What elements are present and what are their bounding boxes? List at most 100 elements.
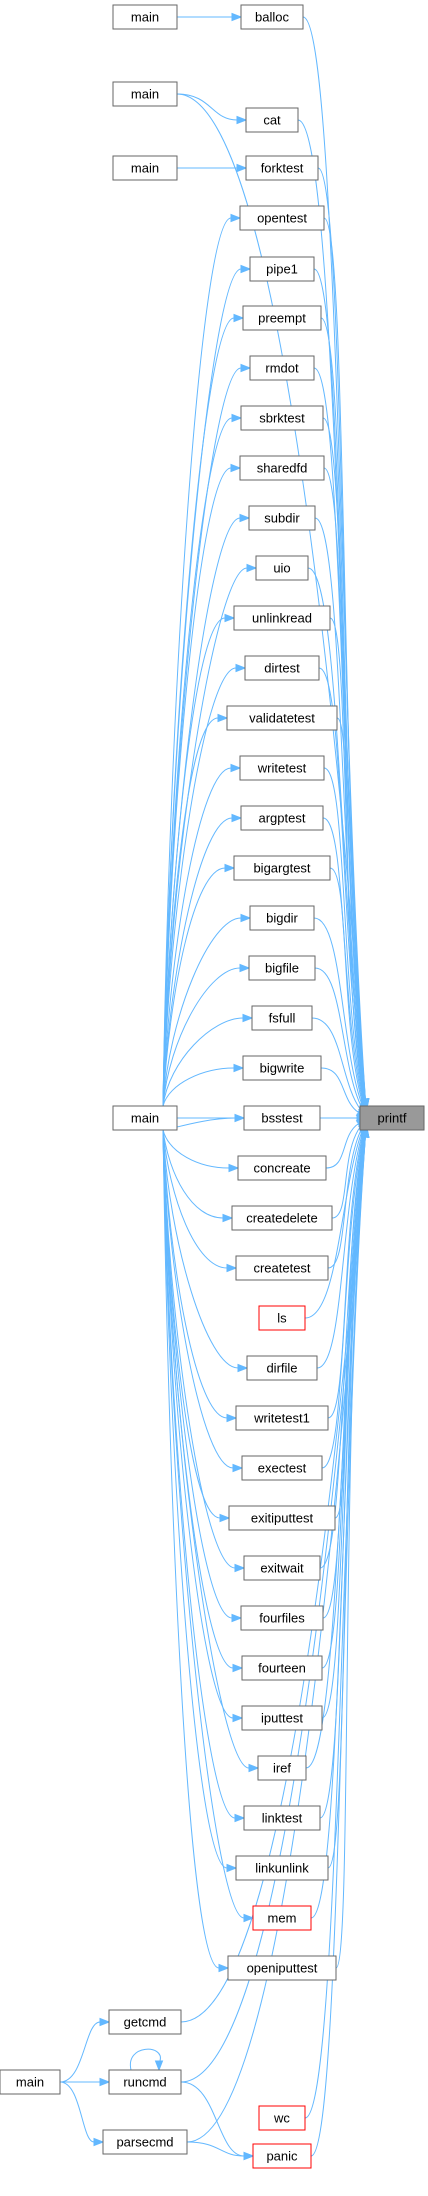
node-box-pipe1[interactable]: [249, 256, 315, 282]
node-box-unlinkread[interactable]: [233, 605, 331, 631]
node-fourteen[interactable]: fourteen: [241, 1655, 323, 1681]
node-getcmd[interactable]: getcmd: [108, 2009, 182, 2035]
node-box-linkunlink[interactable]: [235, 1855, 329, 1881]
node-exectest[interactable]: exectest: [241, 1455, 323, 1481]
node-exitiputtest[interactable]: exitiputtest: [228, 1505, 336, 1531]
node-box-ls[interactable]: [258, 1305, 306, 1331]
node-box-sharedfd[interactable]: [239, 455, 325, 481]
node-exitwait[interactable]: exitwait: [243, 1555, 321, 1581]
node-bigwrite[interactable]: bigwrite: [242, 1055, 322, 1081]
node-box-bigwrite[interactable]: [242, 1055, 322, 1081]
node-box-openiputtest[interactable]: [227, 1955, 337, 1981]
node-box-linktest[interactable]: [243, 1805, 321, 1831]
node-box-argptest[interactable]: [240, 805, 324, 831]
node-box-dirtest[interactable]: [244, 655, 320, 681]
node-parsecmd[interactable]: parsecmd: [102, 2129, 188, 2155]
node-box-main_usertests[interactable]: [112, 1105, 178, 1131]
node-box-createtest[interactable]: [235, 1255, 329, 1281]
node-ls[interactable]: ls: [258, 1305, 306, 1331]
node-box-rmdot[interactable]: [249, 355, 315, 381]
node-unlinkread[interactable]: unlinkread: [233, 605, 331, 631]
node-validatetest[interactable]: validatetest: [226, 705, 338, 731]
node-printf[interactable]: printf: [359, 1105, 425, 1131]
node-box-panic[interactable]: [252, 2143, 312, 2169]
node-fsfull[interactable]: fsfull: [251, 1005, 313, 1031]
node-box-bigdir[interactable]: [249, 905, 315, 931]
node-box-fourfiles[interactable]: [240, 1605, 324, 1631]
node-box-writetest[interactable]: [239, 755, 325, 781]
node-box-iputtest[interactable]: [241, 1705, 323, 1731]
node-mem[interactable]: mem: [252, 1905, 312, 1931]
node-wc[interactable]: wc: [258, 2105, 306, 2131]
node-box-printf[interactable]: [359, 1105, 425, 1131]
node-bigargtest[interactable]: bigargtest: [233, 855, 331, 881]
node-box-dirfile[interactable]: [246, 1355, 318, 1381]
node-box-iref[interactable]: [257, 1755, 307, 1781]
node-box-exitiputtest[interactable]: [228, 1505, 336, 1531]
node-box-concreate[interactable]: [237, 1155, 327, 1181]
node-box-main_balloc[interactable]: [112, 4, 178, 30]
node-fourfiles[interactable]: fourfiles: [240, 1605, 324, 1631]
node-createtest[interactable]: createtest: [235, 1255, 329, 1281]
node-writetest1[interactable]: writetest1: [235, 1405, 329, 1431]
node-box-exectest[interactable]: [241, 1455, 323, 1481]
node-forktest[interactable]: forktest: [245, 155, 319, 181]
node-box-main_sh[interactable]: [0, 2069, 61, 2095]
node-sharedfd[interactable]: sharedfd: [239, 455, 325, 481]
node-preempt[interactable]: preempt: [242, 305, 322, 331]
node-runcmd[interactable]: runcmd: [108, 2069, 182, 2095]
node-box-exitwait[interactable]: [243, 1555, 321, 1581]
node-argptest[interactable]: argptest: [240, 805, 324, 831]
node-openiputtest[interactable]: openiputtest: [227, 1955, 337, 1981]
node-rmdot[interactable]: rmdot: [249, 355, 315, 381]
node-main_usertests[interactable]: main: [112, 1105, 178, 1131]
node-box-createdelete[interactable]: [231, 1205, 333, 1231]
node-box-runcmd[interactable]: [108, 2069, 182, 2095]
node-box-fsfull[interactable]: [251, 1005, 313, 1031]
node-panic[interactable]: panic: [252, 2143, 312, 2169]
node-subdir[interactable]: subdir: [248, 505, 316, 531]
node-box-mem[interactable]: [252, 1905, 312, 1931]
node-dirfile[interactable]: dirfile: [246, 1355, 318, 1381]
node-balloc[interactable]: balloc: [240, 4, 304, 30]
node-main_forktest[interactable]: main: [112, 155, 178, 181]
node-cat[interactable]: cat: [245, 107, 299, 133]
node-box-wc[interactable]: [258, 2105, 306, 2131]
node-box-subdir[interactable]: [248, 505, 316, 531]
node-bigdir[interactable]: bigdir: [249, 905, 315, 931]
node-iref[interactable]: iref: [257, 1755, 307, 1781]
node-sbrktest[interactable]: sbrktest: [240, 405, 324, 431]
node-uio[interactable]: uio: [255, 555, 309, 581]
node-opentest[interactable]: opentest: [239, 205, 325, 231]
node-main_balloc[interactable]: main: [112, 4, 178, 30]
node-box-preempt[interactable]: [242, 305, 322, 331]
node-iputtest[interactable]: iputtest: [241, 1705, 323, 1731]
node-box-forktest[interactable]: [245, 155, 319, 181]
node-main_cat[interactable]: main: [112, 81, 178, 107]
node-bigfile[interactable]: bigfile: [248, 955, 316, 981]
node-box-cat[interactable]: [245, 107, 299, 133]
node-box-validatetest[interactable]: [226, 705, 338, 731]
node-dirtest[interactable]: dirtest: [244, 655, 320, 681]
node-box-fourteen[interactable]: [241, 1655, 323, 1681]
node-box-main_cat[interactable]: [112, 81, 178, 107]
node-main_sh[interactable]: main: [0, 2069, 61, 2095]
node-linktest[interactable]: linktest: [243, 1805, 321, 1831]
node-createdelete[interactable]: createdelete: [231, 1205, 333, 1231]
node-box-bigargtest[interactable]: [233, 855, 331, 881]
node-box-balloc[interactable]: [240, 4, 304, 30]
node-pipe1[interactable]: pipe1: [249, 256, 315, 282]
node-box-parsecmd[interactable]: [102, 2129, 188, 2155]
node-box-bsstest[interactable]: [243, 1105, 321, 1131]
node-box-main_forktest[interactable]: [112, 155, 178, 181]
node-linkunlink[interactable]: linkunlink: [235, 1855, 329, 1881]
node-box-getcmd[interactable]: [108, 2009, 182, 2035]
node-box-opentest[interactable]: [239, 205, 325, 231]
node-bsstest[interactable]: bsstest: [243, 1105, 321, 1131]
node-writetest[interactable]: writetest: [239, 755, 325, 781]
node-concreate[interactable]: concreate: [237, 1155, 327, 1181]
node-box-uio[interactable]: [255, 555, 309, 581]
node-box-sbrktest[interactable]: [240, 405, 324, 431]
node-box-writetest1[interactable]: [235, 1405, 329, 1431]
node-box-bigfile[interactable]: [248, 955, 316, 981]
